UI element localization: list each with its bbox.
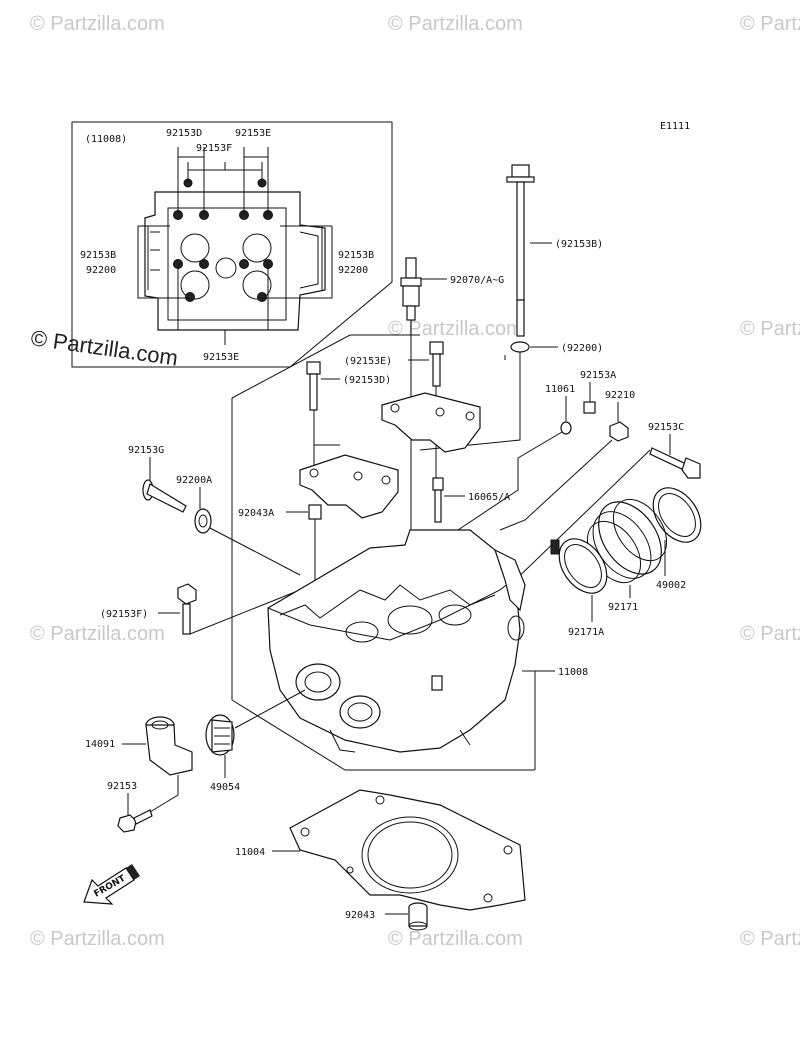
fitting-14091 [145,716,193,776]
inset-frame [71,121,393,368]
inset-head-top-view [144,178,326,331]
inset-label-92200-left: 92200 [86,265,116,276]
callout-92153c: 92153C [648,422,684,433]
watermark: © Partzilla.com [388,928,523,950]
callout-92200a: 92200A [176,475,212,486]
watermark: © Partzilla.com [30,623,165,645]
bolt-92153a [583,401,596,414]
nut-92210 [609,421,629,442]
callout-92153g: 92153G [128,445,164,456]
callout-14091: 14091 [85,739,115,750]
callout-92043: 92043 [345,910,375,921]
inset-label-92153b-left: 92153B [80,250,116,261]
cylinder-head-11008 [267,529,526,753]
thermostat-49054 [205,714,235,756]
watermark: © Partzilla.com [740,623,800,645]
inset-label-92153e-bottom: 92153E [203,352,239,363]
watermark: © Partzilla.com [740,928,800,950]
bolt-92153c [649,447,701,479]
inset-label-92153b-right: 92153B [338,250,374,261]
cam-cap-lower [299,454,399,519]
bolt-92153g [142,479,187,513]
callout-92153: 92153 [107,781,137,792]
watermark: © Partzilla.com [740,13,800,35]
callout-49054: 49054 [210,782,240,793]
callout-92153a: 92153A [580,370,616,381]
watermark: © Partzilla.com [740,318,800,340]
ref-code: E1111 [660,121,690,132]
clamp-92171a [550,538,608,594]
inset-view: (11008) 92153D 92153E 92153F 92153B 9220… [71,121,393,368]
frame-line-top [231,334,420,399]
watermark: © Partzilla.com [30,13,165,35]
callout-16065: 92171 [608,602,638,613]
callout-92070: 92070/A~G [450,275,504,286]
inset-label-92153d: 92153D [166,128,202,139]
callout-92153b: (92153B) [555,239,603,250]
watermark: © Partzilla.com [30,928,165,950]
watermark: © Partzilla.com [388,318,523,340]
intake-holder-16065 [586,498,668,584]
dowel-92043a [308,504,322,520]
watermark: © Partzilla.com [388,13,523,35]
callout-11008: 11008 [558,667,588,678]
inset-assembly-label: (11008) [85,134,127,145]
callout-92153d: (92153D) [343,375,391,386]
gasket-11004 [289,789,526,911]
washer-92200a [194,508,212,534]
cam-cap-upper [381,392,481,453]
callout-11061: 11061 [545,384,575,395]
bolt-92153f [177,583,197,635]
callout-92171a: 92171A [568,627,604,638]
spark-plug [400,257,422,321]
callout-92210: 92210 [605,390,635,401]
callout-92153f: (92153F) [100,609,148,620]
callout-92200: (92200) [561,343,603,354]
oring-11061 [560,421,572,435]
stud-49002 [432,477,444,523]
dowel-92043 [408,902,428,931]
frame-line-left [231,398,535,771]
long-bolt-92153b [506,164,535,337]
bolt-92153d [306,361,321,411]
watermark-prominent: © Partzilla.com [29,325,179,370]
callout-92171: 49002 [656,580,686,591]
inset-label-92200-right: 92200 [338,265,368,276]
bolt-92153e [429,341,444,387]
clamp-92171 [652,487,702,543]
washer-92200 [510,341,530,353]
inset-label-92153f: 92153F [196,143,232,154]
bolt-92153 [117,809,153,833]
front-arrow-icon: FRONT [83,864,140,905]
callout-49002: 16065/A [468,492,510,503]
callout-92043a: 92043A [238,508,274,519]
inset-label-92153e-top: 92153E [235,128,271,139]
callout-92153e: (92153E) [344,356,392,367]
callout-11004: 11004 [235,847,265,858]
